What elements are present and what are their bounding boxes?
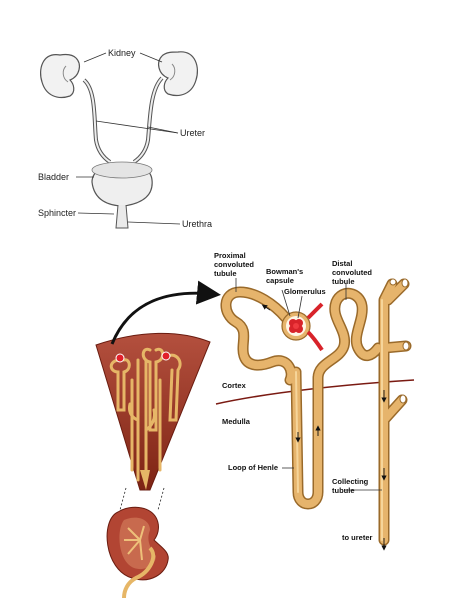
label-proximal-1: Proximal — [214, 251, 246, 260]
cortex-medulla-boundary — [215, 379, 415, 405]
label-cortex: Cortex — [222, 381, 247, 390]
left-kidney — [39, 53, 80, 99]
renal-pyramid-wedge — [95, 332, 211, 491]
label-sphincter: Sphincter — [38, 208, 76, 218]
label-urethra: Urethra — [182, 219, 212, 229]
label-bowmans-2: capsule — [266, 276, 294, 285]
label-bladder: Bladder — [38, 172, 69, 182]
label-glomerulus: Glomerulus — [284, 287, 326, 296]
label-proximal-3: tubule — [214, 269, 237, 278]
label-medulla: Medulla — [222, 417, 251, 426]
bowmans-capsule — [281, 302, 324, 352]
label-ureter: Ureter — [180, 128, 205, 138]
label-distal-1: Distal — [332, 259, 352, 268]
nephron-tubule — [220, 278, 412, 546]
zoom-arrow — [110, 280, 221, 345]
label-loop-of-henle: Loop of Henle — [228, 463, 278, 472]
label-bowmans-1: Bowman's — [266, 267, 303, 276]
right-ureter — [132, 76, 164, 164]
label-distal-3: tubule — [332, 277, 355, 286]
label-proximal-2: convoluted — [214, 260, 254, 269]
kidney-cross-section — [106, 506, 169, 599]
glomerulus — [289, 319, 303, 333]
label-collecting-2: tubule — [332, 486, 355, 495]
right-kidney — [158, 51, 199, 97]
label-collecting-1: Collecting — [332, 477, 369, 486]
urethra — [115, 204, 129, 229]
label-to-ureter: to ureter — [342, 533, 373, 542]
label-distal-2: convoluted — [332, 268, 372, 277]
urinary-system-drawing — [39, 51, 199, 229]
label-kidney: Kidney — [108, 48, 136, 58]
